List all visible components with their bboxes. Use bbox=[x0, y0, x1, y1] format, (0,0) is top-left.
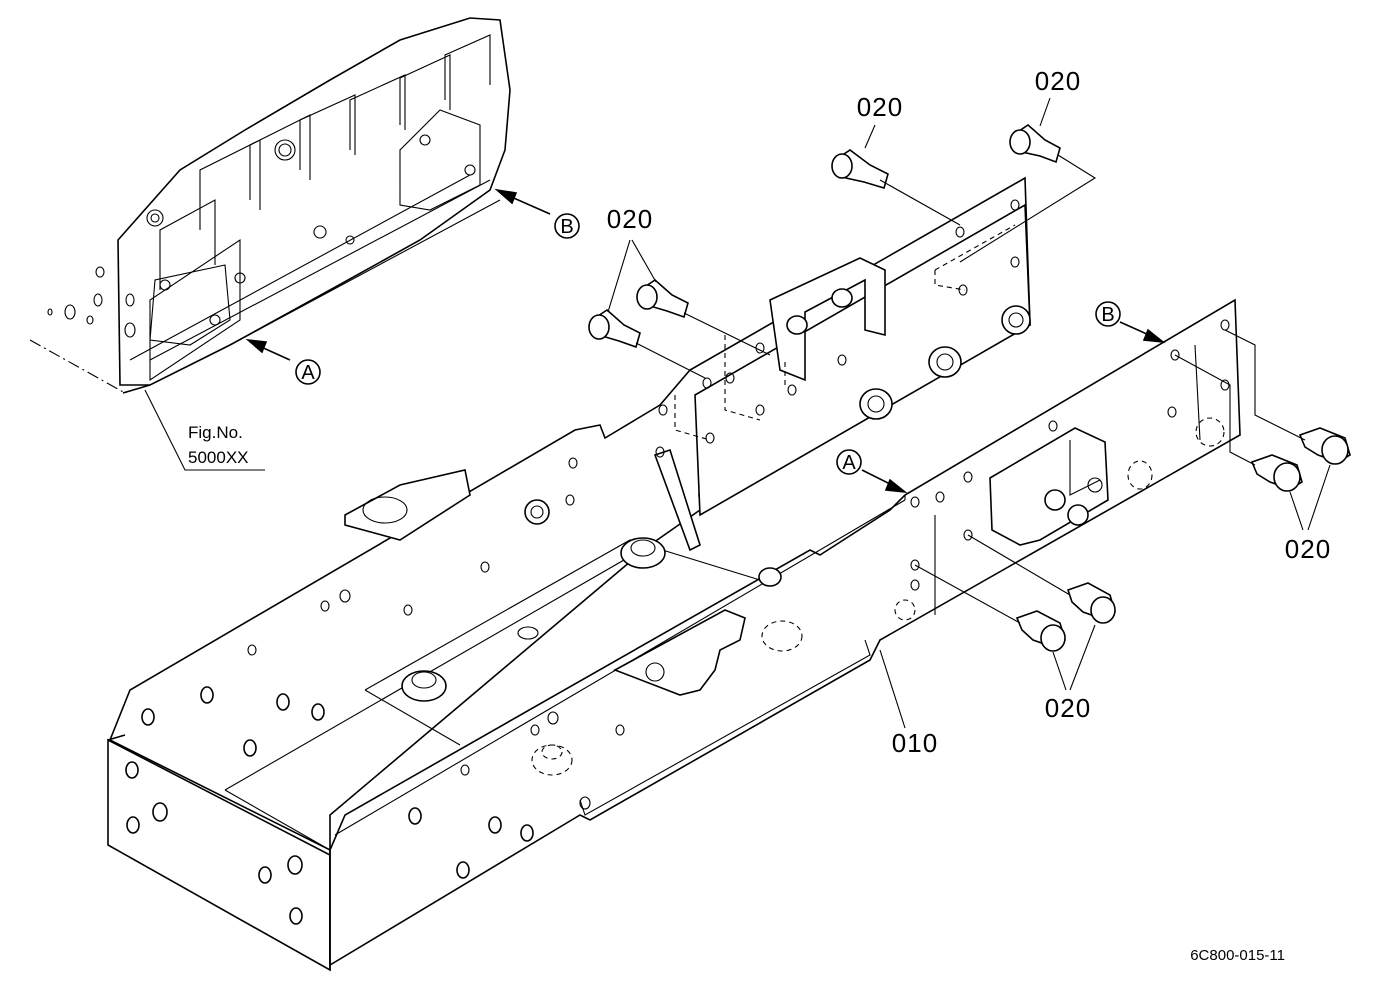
fig-number: 5000XX bbox=[188, 448, 249, 467]
bolt bbox=[959, 123, 1097, 263]
part-label-020-right-upper: 020 bbox=[1285, 534, 1331, 564]
document-number: 6C800-015-11 bbox=[1190, 947, 1285, 964]
frame-assembly bbox=[107, 176, 1241, 972]
bolt bbox=[967, 534, 1116, 624]
part-label-020-top-center: 020 bbox=[857, 92, 903, 122]
bolt bbox=[588, 308, 706, 379]
frame-ref-arrow-a: A bbox=[836, 449, 908, 494]
part-label-020-middle-left: 020 bbox=[607, 204, 653, 234]
bolt-group-right-upper: 020 bbox=[1174, 329, 1351, 564]
engine-ref-arrow-b: B bbox=[494, 188, 580, 239]
part-callout-010: 010 bbox=[879, 649, 938, 758]
bolt-group-middle-left: 020 bbox=[588, 204, 771, 379]
engine-block-fragment bbox=[29, 17, 511, 471]
bolt-group-right-lower: 020 bbox=[914, 534, 1116, 723]
part-label-020-top-right: 020 bbox=[1035, 66, 1081, 96]
bolt bbox=[1224, 329, 1351, 465]
bolt bbox=[1174, 354, 1303, 492]
part-label-010: 010 bbox=[892, 728, 938, 758]
bolt-group-top-center: 020 bbox=[831, 92, 961, 226]
frame-ref-label-a: A bbox=[842, 452, 856, 474]
bolt bbox=[914, 564, 1066, 652]
bolt bbox=[831, 149, 961, 226]
frame-ref-label-b: B bbox=[1101, 304, 1114, 326]
engine-ref-label-a: A bbox=[301, 362, 315, 384]
part-label-020-right-lower: 020 bbox=[1045, 693, 1091, 723]
bolt bbox=[636, 278, 771, 356]
bolt-group-top-right: 020 bbox=[959, 66, 1097, 263]
engine-ref-arrow-a: A bbox=[245, 338, 321, 385]
fig-caption: Fig.No. bbox=[188, 423, 243, 442]
frame-ref-arrow-b: B bbox=[1095, 301, 1166, 344]
engine-ref-label-b: B bbox=[560, 216, 573, 238]
